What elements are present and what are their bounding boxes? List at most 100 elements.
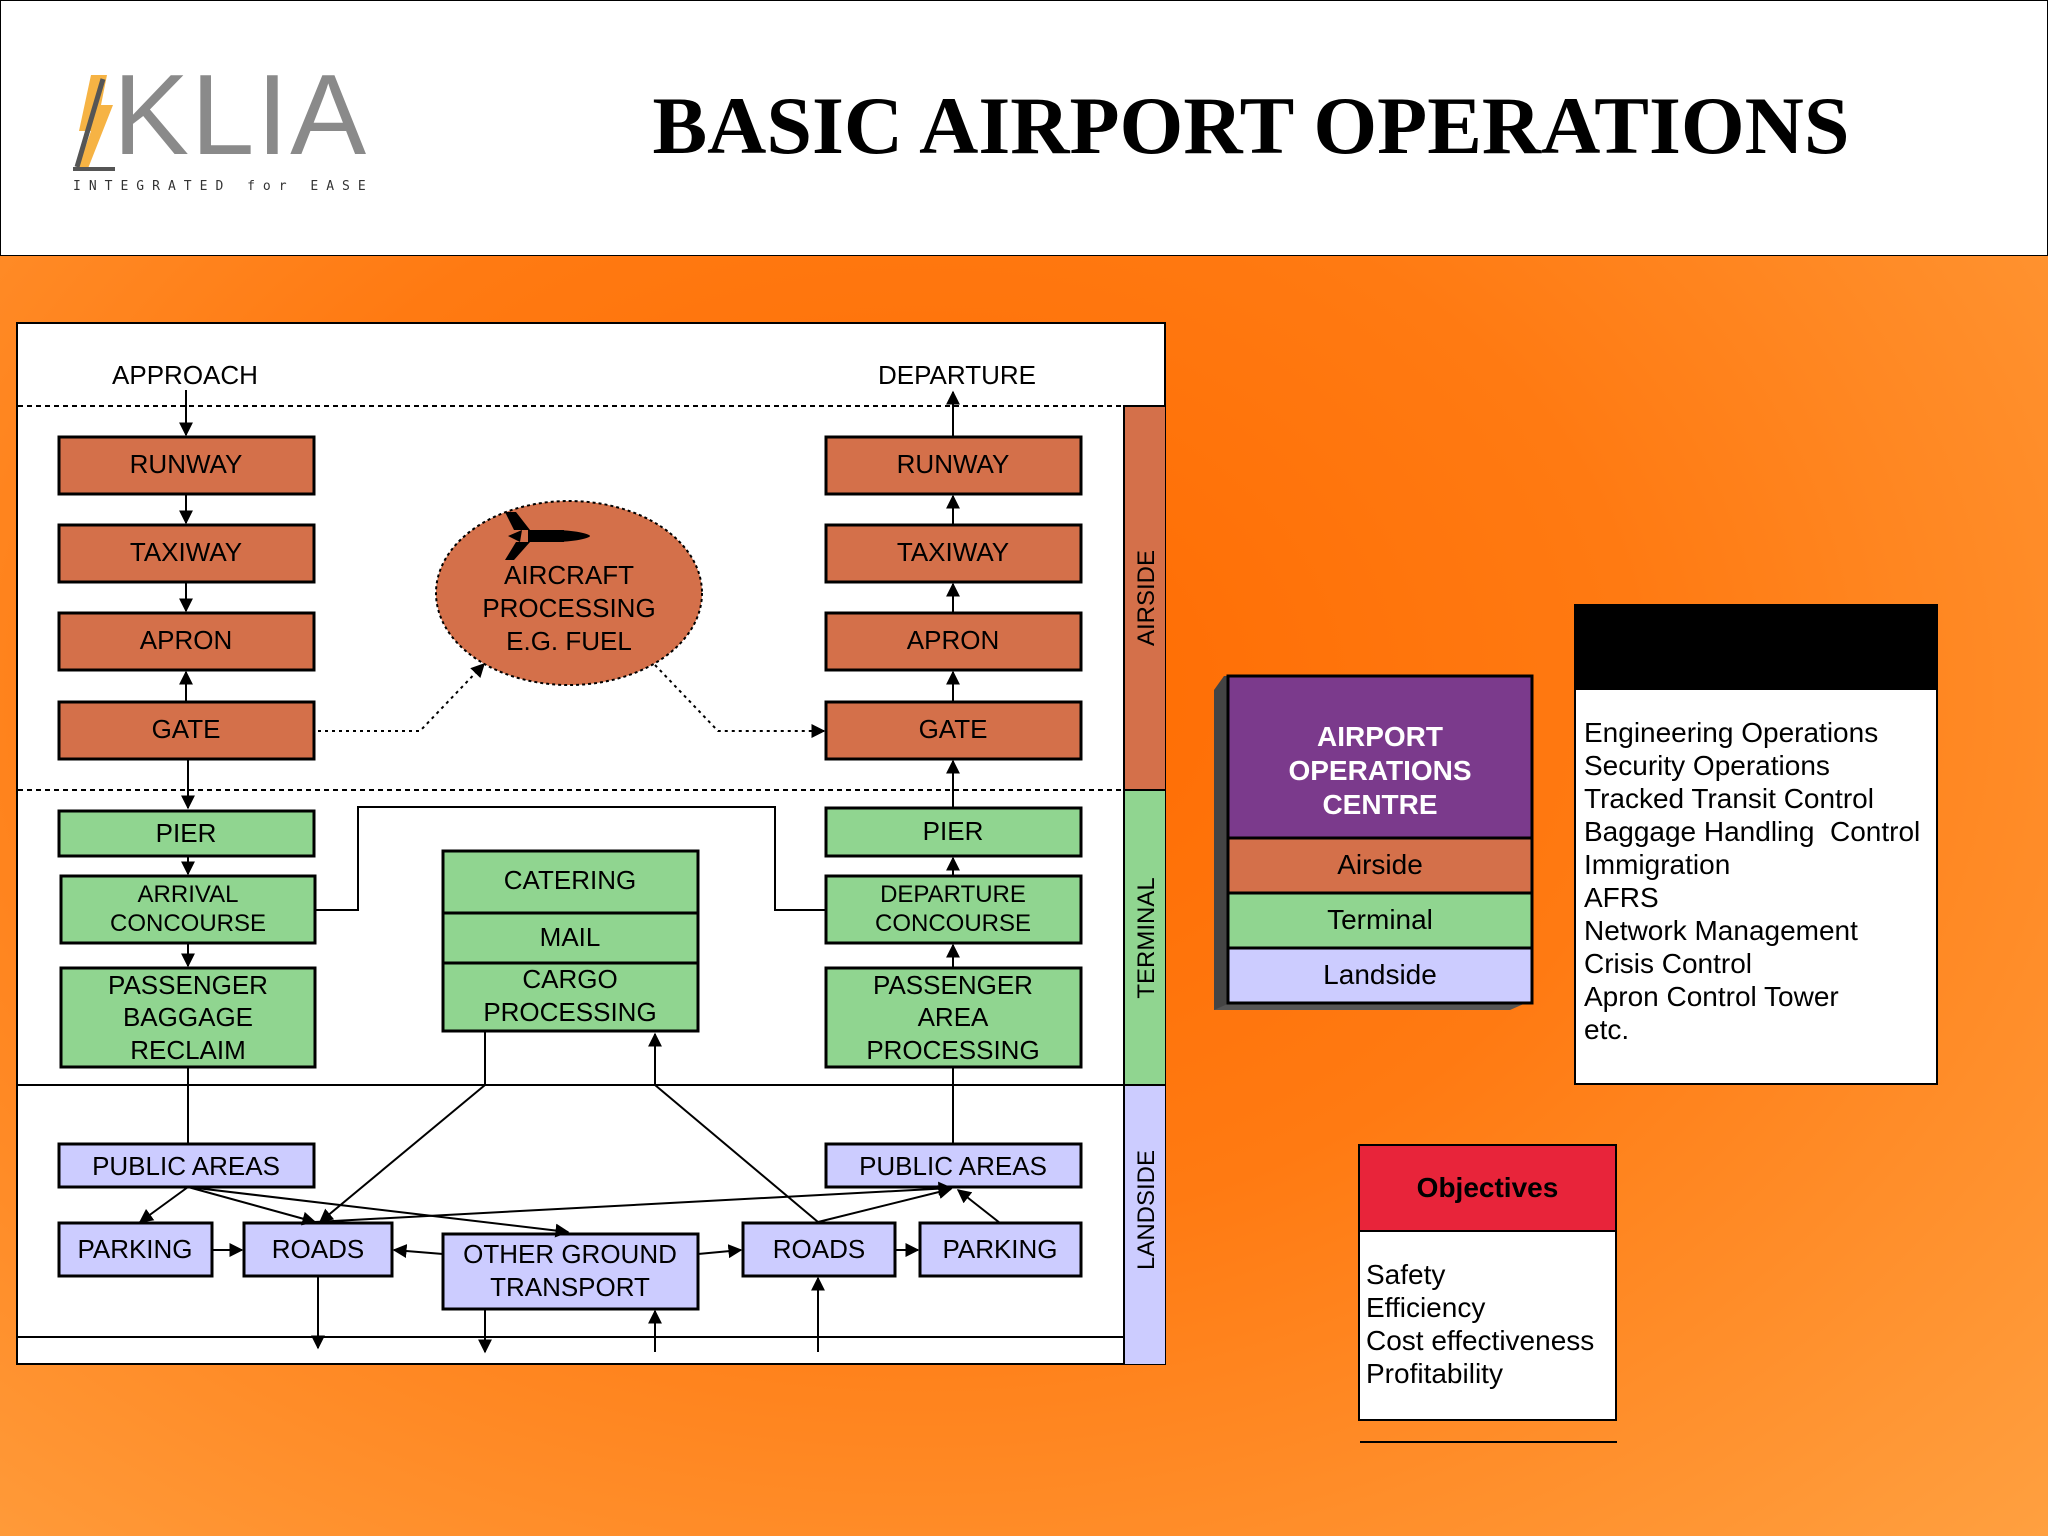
svg-text:PROCESSING: PROCESSING [866, 1035, 1039, 1065]
slide-header: KLIA INTEGRATED for EASE BASIC AIRPORT O… [0, 0, 2048, 256]
svg-text:BAGGAGE: BAGGAGE [123, 1002, 253, 1032]
aoc-title-line-1: AIRPORT [1317, 721, 1443, 752]
arrow-transport-roads-left [392, 1244, 444, 1259]
passenger-processing-box: PASSENGER AREA PROCESSING [824, 966, 1083, 1069]
svg-text:CONCOURSE: CONCOURSE [875, 910, 1031, 937]
flow-diagram-svg: AIRSIDE TERMINAL LANDSIDE APPROACH DEPAR… [18, 360, 1166, 1365]
arrow-public-parking-left [138, 1186, 189, 1223]
aoc-title-line-2: OPERATIONS [1288, 755, 1471, 786]
aircraft-line-2: PROCESSING [482, 593, 655, 623]
arrival-concourse-box: ARRIVAL CONCOURSE [59, 874, 317, 945]
list-item: Safety [1366, 1259, 1446, 1290]
svg-text:PIER: PIER [156, 818, 217, 848]
list-item: Baggage Handling Control [1584, 816, 1921, 847]
svg-text:PUBLIC AREAS: PUBLIC AREAS [92, 1151, 280, 1181]
list-item: etc. [1584, 1014, 1630, 1045]
aircraft-line-3: E.G. FUEL [506, 626, 632, 656]
svg-text:CARGO: CARGO [522, 964, 617, 994]
arrow-roads-public-right [314, 1181, 953, 1223]
list-item: Efficiency [1366, 1292, 1486, 1323]
aoc-row-landside: Landside [1323, 959, 1437, 990]
arrow-public-transport-left [187, 1186, 570, 1238]
svg-text:PARKING: PARKING [77, 1234, 192, 1264]
list-item: Network Management [1584, 915, 1858, 946]
operations-list: Engineering Operations Security Operatio… [1576, 690, 1936, 1046]
operations-list-box: Engineering Operations Security Operatio… [1574, 604, 1938, 1085]
left-taxiway-box: TAXIWAY [57, 523, 316, 584]
mail-box: MAIL [441, 911, 700, 965]
list-item: Apron Control Tower [1584, 981, 1839, 1012]
list-item: Engineering Operations [1584, 717, 1879, 748]
zone-label-airside: AIRSIDE [1133, 550, 1160, 646]
cargo-processing-box: CARGO PROCESSING [441, 961, 700, 1033]
svg-text:GATE: GATE [919, 714, 988, 744]
right-parking-box: PARKING [918, 1221, 1083, 1278]
list-item: Profitability [1366, 1358, 1503, 1389]
catering-box: CATERING [441, 849, 700, 915]
svg-text:CONCOURSE: CONCOURSE [110, 910, 266, 937]
svg-text:PARKING: PARKING [942, 1234, 1057, 1264]
svg-text:PASSENGER: PASSENGER [108, 970, 268, 1000]
zone-label-terminal: TERMINAL [1133, 877, 1160, 998]
svg-text:PIER: PIER [923, 816, 984, 846]
klia-logo-icon [73, 75, 115, 171]
page-title: BASIC AIRPORT OPERATIONS [652, 80, 1850, 171]
svg-text:GATE: GATE [152, 714, 221, 744]
svg-text:MAIL: MAIL [540, 922, 601, 952]
list-item: Cost effectiveness [1366, 1325, 1595, 1356]
right-public-areas-box: PUBLIC AREAS [824, 1142, 1083, 1189]
approach-label: APPROACH [112, 360, 258, 390]
svg-text:DEPARTURE: DEPARTURE [880, 881, 1026, 908]
svg-text:PASSENGER: PASSENGER [873, 970, 1033, 1000]
aoc-block: AIRPORT OPERATIONS CENTRE Airside Termin… [1214, 674, 1534, 1010]
objectives-title: Objectives [1416, 1172, 1559, 1203]
aoc-row-airside: Airside [1337, 849, 1423, 880]
aircraft-processing-node: AIRCRAFT PROCESSING E.G. FUEL [435, 500, 703, 686]
arrow-public-roads-left [187, 1186, 317, 1226]
left-roads-box: ROADS [242, 1221, 394, 1278]
airport-flow-diagram: AIRSIDE TERMINAL LANDSIDE APPROACH DEPAR… [16, 322, 1166, 1365]
arrow-transport-roads-right [697, 1244, 743, 1259]
svg-text:RECLAIM: RECLAIM [130, 1035, 246, 1065]
svg-text:RUNWAY: RUNWAY [130, 449, 243, 479]
arrow-cargo-roads-left [318, 1084, 486, 1223]
list-item: Security Operations [1584, 750, 1830, 781]
left-gate-box: GATE [57, 700, 316, 761]
objectives-box: Objectives Safety Efficiency Cost effect… [1358, 1144, 1617, 1421]
objectives-list: Safety Efficiency Cost effectiveness Pro… [1360, 1232, 1615, 1390]
svg-text:TRANSPORT: TRANSPORT [490, 1272, 650, 1302]
departure-concourse-box: DEPARTURE CONCOURSE [824, 874, 1083, 945]
svg-text:CATERING: CATERING [504, 865, 636, 895]
svg-text:ARRIVAL: ARRIVAL [138, 881, 239, 908]
list-item: AFRS [1584, 882, 1659, 913]
list-item: Tracked Transit Control [1584, 783, 1874, 814]
operations-list-header [1576, 606, 1936, 690]
zone-label-landside: LANDSIDE [1133, 1150, 1160, 1270]
svg-text:RUNWAY: RUNWAY [897, 449, 1010, 479]
arrow-parking-public-right [956, 1189, 1001, 1224]
airplane-body [528, 530, 564, 542]
svg-text:AREA: AREA [918, 1002, 989, 1032]
dotted-aircraft-to-gate [654, 664, 826, 738]
objectives-header: Objectives [1360, 1146, 1615, 1232]
baggage-reclaim-box: PASSENGER BAGGAGE RECLAIM [59, 966, 317, 1069]
logo-tagline: INTEGRATED for EASE [73, 179, 374, 194]
aircraft-line-1: AIRCRAFT [504, 560, 634, 590]
departure-label: DEPARTURE [878, 360, 1036, 390]
svg-text:TAXIWAY: TAXIWAY [897, 537, 1009, 567]
left-runway-box: RUNWAY [57, 435, 316, 496]
dotted-gate-to-aircraft [318, 662, 485, 732]
left-apron-box: APRON [57, 611, 316, 672]
link-roads-right-up [654, 1084, 819, 1223]
svg-text:APRON: APRON [140, 625, 232, 655]
svg-text:ROADS: ROADS [272, 1234, 364, 1264]
logo-text: KLIA [113, 52, 369, 179]
right-apron-box: APRON [824, 611, 1083, 672]
aoc-title-line-3: CENTRE [1322, 789, 1437, 820]
svg-text:PROCESSING: PROCESSING [483, 997, 656, 1027]
right-runway-box: RUNWAY [824, 435, 1083, 496]
landside-bar [1123, 1084, 1166, 1365]
left-parking-box: PARKING [57, 1221, 214, 1278]
right-taxiway-box: TAXIWAY [824, 523, 1083, 584]
ground-transport-box: OTHER GROUND TRANSPORT [441, 1232, 700, 1311]
